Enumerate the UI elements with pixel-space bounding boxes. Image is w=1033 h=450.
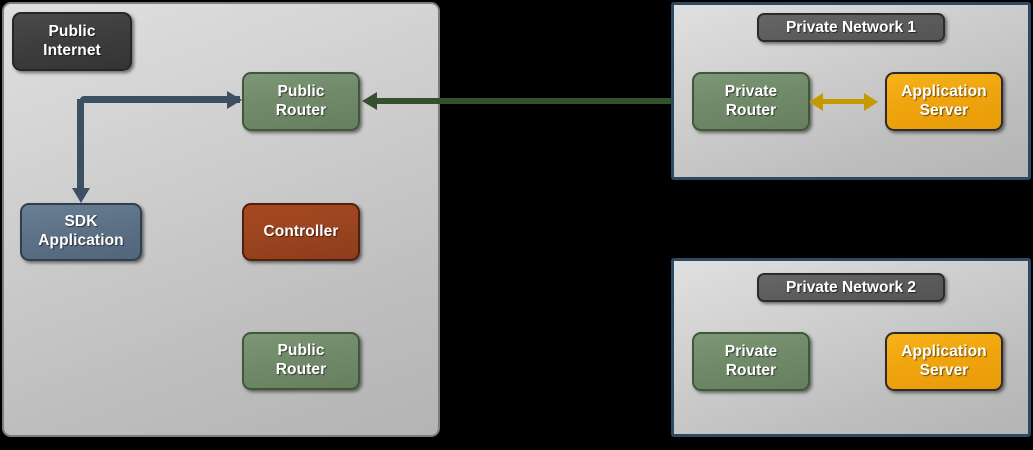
node-pn1-private-router-label-1: Private	[724, 82, 778, 100]
node-private-network-2-private-router[interactable]: Private Router	[692, 332, 810, 391]
node-private-network-2-application-server[interactable]: Application Server	[885, 332, 1003, 391]
connector-segment-vertical	[77, 99, 84, 190]
connector-segment-horizontal	[80, 96, 240, 103]
node-controller-label-1: Controller	[263, 222, 339, 240]
node-sdk-application-label-2: Application	[38, 232, 124, 249]
node-public-router-bottom-label-2: Router	[275, 361, 327, 378]
node-private-network-1-application-server[interactable]: Application Server	[885, 72, 1003, 131]
node-controller[interactable]: Controller	[242, 203, 360, 261]
connector-segment-yellow-horizontal	[822, 99, 864, 104]
private-network-1-badge-label: Private Network 1	[785, 18, 917, 36]
node-pn2-private-router-label-1: Private	[724, 342, 778, 360]
node-public-router-bottom[interactable]: Public Router	[242, 332, 360, 390]
private-network-2-badge: Private Network 2	[757, 273, 945, 302]
arrowhead-right-into-public-router	[227, 90, 242, 109]
arrowhead-down-into-sdk-application	[71, 188, 90, 203]
node-pn2-private-router-label-2: Router	[725, 361, 777, 379]
node-public-router-top[interactable]: Public Router	[242, 72, 360, 131]
node-pn1-private-router-label-2: Router	[725, 101, 777, 119]
node-public-router-top-label-2: Router	[275, 101, 327, 119]
node-public-internet[interactable]: Public Internet	[12, 12, 132, 71]
arrowhead-left-into-pn1-private-router	[809, 92, 823, 111]
arrowhead-left-into-public-router	[362, 92, 377, 110]
node-public-router-bottom-label-1: Public	[277, 342, 325, 360]
node-public-internet-label-1: Public	[48, 22, 96, 40]
connector-segment-green-horizontal	[377, 98, 684, 104]
node-sdk-application-label-1: SDK	[64, 213, 98, 231]
node-public-router-top-label-1: Public	[277, 82, 325, 100]
node-private-network-1-private-router[interactable]: Private Router	[692, 72, 810, 131]
private-network-2-badge-label: Private Network 2	[785, 278, 917, 296]
node-public-internet-label-2: Internet	[43, 41, 101, 59]
node-pn2-application-server-label-1: Application	[901, 342, 987, 360]
node-pn2-application-server-label-2: Server	[919, 361, 969, 379]
node-pn1-application-server-label-2: Server	[919, 101, 969, 119]
node-sdk-application[interactable]: SDK Application	[20, 203, 142, 261]
node-pn1-application-server-label-1: Application	[901, 82, 987, 100]
private-network-1-badge: Private Network 1	[757, 13, 945, 42]
arrowhead-right-into-pn1-application-server	[864, 92, 878, 111]
